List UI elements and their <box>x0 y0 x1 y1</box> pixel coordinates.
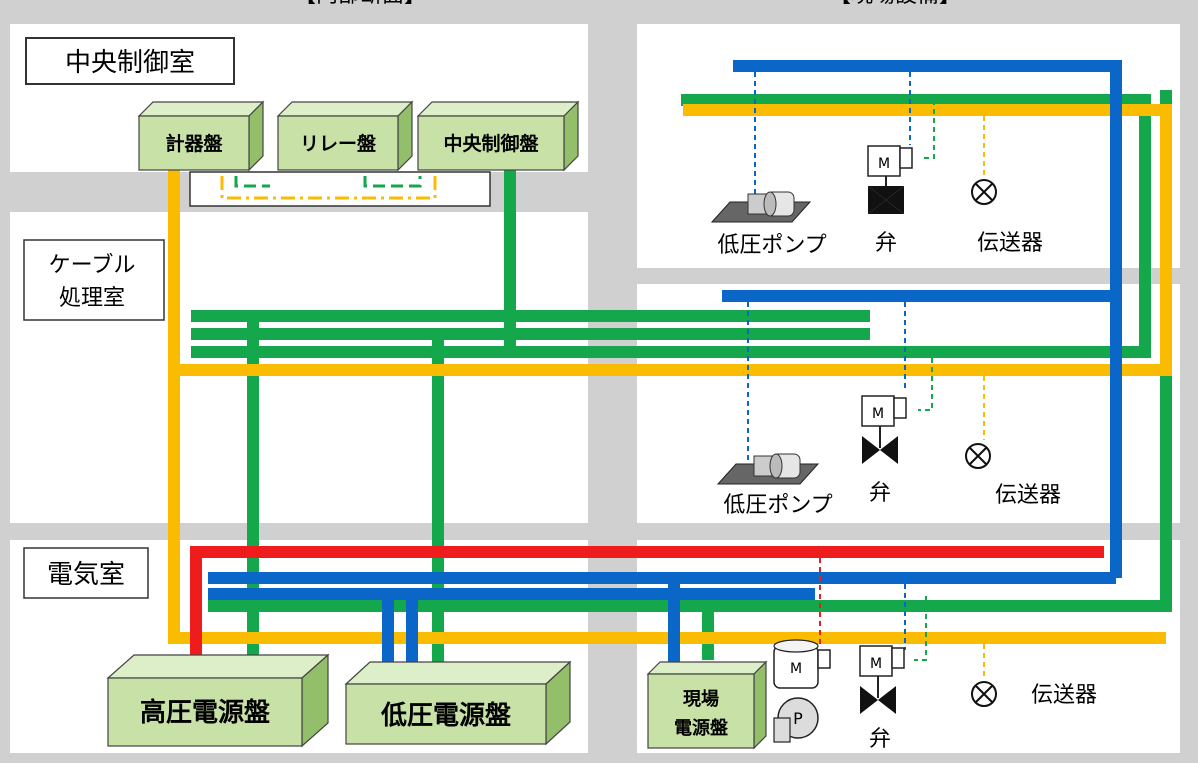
panel-field-power-line2: 電源盤 <box>674 717 729 739</box>
motor-pump-icon: M P <box>773 639 831 743</box>
room-label-electrical: 電気室 <box>23 547 149 599</box>
transmitter-icon <box>965 443 991 469</box>
panel-field-power: 現場 電源盤 <box>646 660 768 750</box>
room-label-control: 中央制御室 <box>25 37 235 85</box>
transmitter-icon <box>971 179 997 205</box>
valve-motor-mark: M <box>870 656 882 672</box>
transmitter-label: 伝送器 <box>977 231 1043 256</box>
panel-hv-power: 高圧電源盤 <box>106 653 330 748</box>
pump-label: 低圧ポンプ <box>717 233 826 258</box>
cable-trough <box>189 171 491 207</box>
panel-field-power-line1: 現場 <box>683 689 719 710</box>
section-title-left: 【内部断面】 <box>294 0 426 8</box>
valve-icon: M <box>867 145 913 214</box>
red-cables <box>190 546 1104 662</box>
transmitter-label: 伝送器 <box>1031 683 1097 708</box>
room-label-cable: ケーブル 処理室 <box>23 239 165 321</box>
panel-relay-label: リレー盤 <box>300 132 377 155</box>
pump-mark: P <box>793 709 803 728</box>
valve-label: 弁 <box>869 727 891 752</box>
valve-icon: M <box>861 395 907 464</box>
valve-icon: M <box>859 645 905 714</box>
transmitter-label: 伝送器 <box>995 483 1061 508</box>
panel-instrument: 計器盤 <box>137 100 265 172</box>
section-title-right: 【現場設備】 <box>829 0 961 8</box>
room-label-control-text: 中央制御室 <box>65 48 195 78</box>
room-label-cable-line1: ケーブル <box>49 253 136 278</box>
panel-lv-power-label: 低圧電源盤 <box>380 701 512 731</box>
panel-lv-power: 低圧電源盤 <box>344 660 572 746</box>
motor-mark: M <box>790 661 802 677</box>
panel-central-control: 中央制御盤 <box>416 100 580 172</box>
signal-drops <box>747 72 985 678</box>
room-label-electrical-text: 電気室 <box>47 560 125 590</box>
valve-motor-mark: M <box>872 406 884 422</box>
panel-central-control-label: 中央制御盤 <box>443 132 539 155</box>
room-label-cable-line2: 処理室 <box>59 286 125 311</box>
panel-instrument-label: 計器盤 <box>165 132 223 155</box>
panel-hv-power-label: 高圧電源盤 <box>140 697 271 728</box>
pump-label: 低圧ポンプ <box>723 493 832 518</box>
valve-label: 弁 <box>875 231 897 256</box>
green-cables <box>191 90 1172 678</box>
pump-icon <box>716 453 820 485</box>
valve-motor-mark: M <box>878 156 890 172</box>
valve-label: 弁 <box>869 481 891 506</box>
pump-icon <box>710 191 812 223</box>
panel-relay: リレー盤 <box>276 100 414 172</box>
transmitter-icon <box>971 681 997 707</box>
yellow-cables <box>168 104 1172 644</box>
